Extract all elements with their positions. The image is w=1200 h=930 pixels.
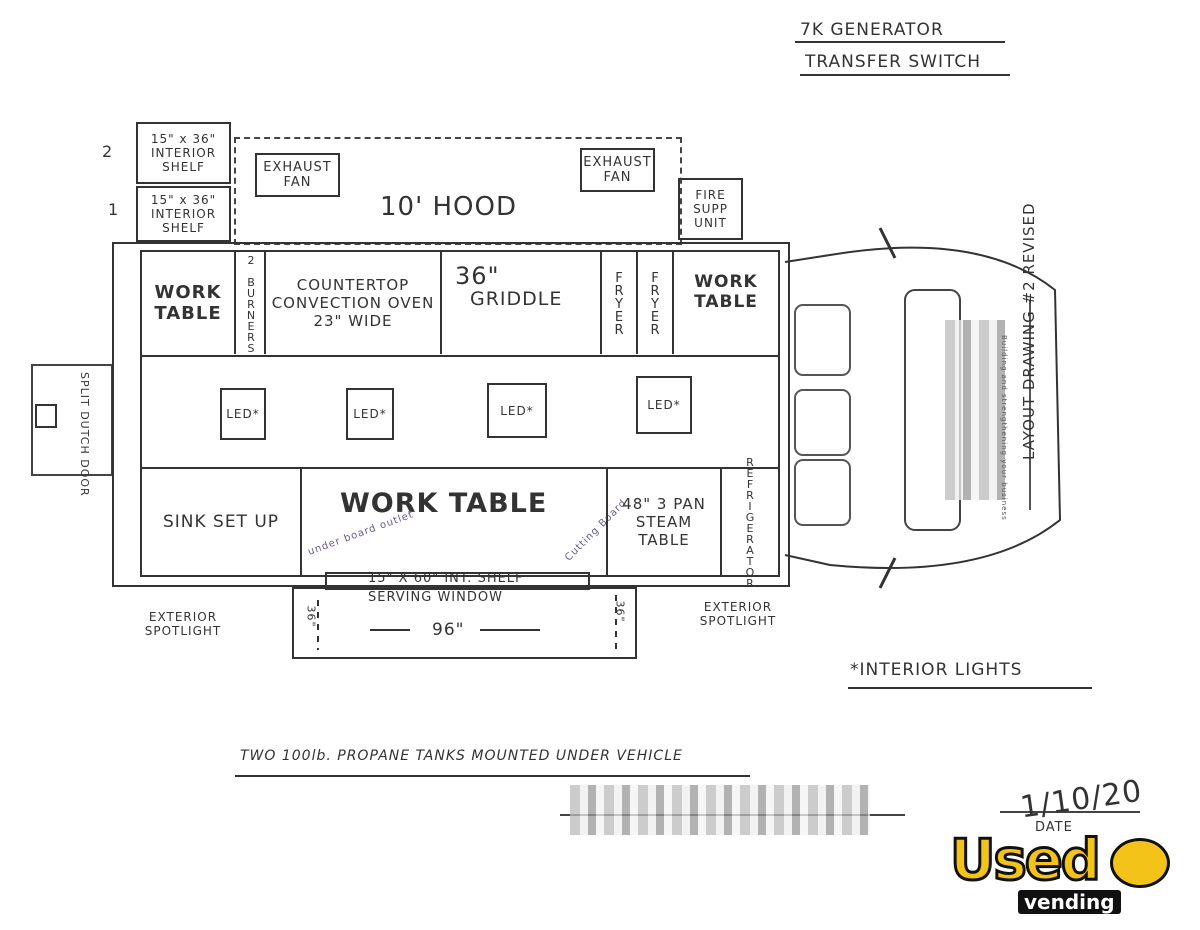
logo-pig-icon xyxy=(1110,838,1170,888)
interior-lights-note: *INTERIOR LIGHTS xyxy=(850,660,1023,680)
window-width-label: 96" xyxy=(432,620,465,640)
logo-subword: vending xyxy=(1018,890,1121,914)
work-table-left: WORK TABLE xyxy=(142,252,236,354)
griddle-label: GRIDDLE xyxy=(470,288,563,310)
exhaust-fan-left: EXHAUST FAN xyxy=(255,153,340,197)
top-row-divider xyxy=(140,355,780,357)
hood-label: 10' HOOD xyxy=(380,192,517,222)
date-label: DATE xyxy=(1035,820,1073,835)
logo-word: Used xyxy=(949,827,1103,895)
cab-tagline: Building and strengthening your business xyxy=(1000,335,1008,521)
interior-shelf-1: 15" x 36" INTERIOR SHELF xyxy=(136,186,231,242)
interior-shelf-window xyxy=(325,572,590,590)
hood-outline xyxy=(234,137,682,245)
led-light-4: LED* xyxy=(636,376,692,434)
two-burners: 2 BURNERS xyxy=(238,252,266,354)
truck-body-inner xyxy=(140,250,780,577)
fryer-1: FRYER xyxy=(602,252,638,354)
work-table-bottom: WORK TABLE xyxy=(340,488,548,519)
refrigerator: REFRIGERATOR xyxy=(743,456,757,588)
griddle-size: 36" xyxy=(455,262,500,290)
convection-oven: COUNTERTOP CONVECTION OVEN 23" WIDE xyxy=(266,252,442,354)
led-light-1: LED* xyxy=(220,388,266,440)
drawing-title: LAYOUT DRAWING #2 REVISED xyxy=(1020,202,1038,460)
serving-window-outline xyxy=(292,587,637,659)
redacted-signature xyxy=(570,785,870,835)
used-vending-logo: Used vending xyxy=(949,827,1180,918)
exhaust-fan-right: EXHAUST FAN xyxy=(580,148,655,192)
propane-note: TWO 100lb. PROPANE TANKS MOUNTED UNDER V… xyxy=(240,748,683,764)
window-height-right: 36" xyxy=(613,600,627,623)
griddle-divider xyxy=(600,252,602,354)
transfer-switch-label: TRANSFER SWITCH xyxy=(805,52,982,72)
fire-suppression-unit: FIRE SUPP UNIT xyxy=(678,178,743,240)
steam-table: 48" 3 PAN STEAM TABLE xyxy=(606,469,722,575)
exterior-spotlight-left: EXTERIOR SPOTLIGHT xyxy=(144,610,222,638)
split-dutch-door: SPLIT DUTCH DOOR xyxy=(78,372,91,497)
fryer-2: FRYER xyxy=(638,252,674,354)
shelf-1-number: 1 xyxy=(108,200,120,219)
redacted-cab-text xyxy=(945,320,1005,500)
serving-window-label: SERVING WINDOW xyxy=(368,590,503,605)
led-light-2: LED* xyxy=(346,388,394,440)
shelf-2-number: 2 xyxy=(102,142,114,161)
truck-body-outer xyxy=(112,242,790,587)
window-shelf-label: 15" X 60" INT. SHELF xyxy=(368,571,524,586)
generator-label: 7K GENERATOR xyxy=(800,20,944,40)
bottom-row-divider xyxy=(140,467,780,469)
sink-setup: SINK SET UP xyxy=(142,469,302,575)
led-light-3: LED* xyxy=(487,383,547,438)
exterior-spotlight-right: EXTERIOR SPOTLIGHT xyxy=(699,600,777,628)
work-table-right: WORK TABLE xyxy=(694,272,758,312)
window-height-left: 36" xyxy=(304,605,318,628)
interior-shelf-2: 15" x 36" INTERIOR SHELF xyxy=(136,122,231,184)
